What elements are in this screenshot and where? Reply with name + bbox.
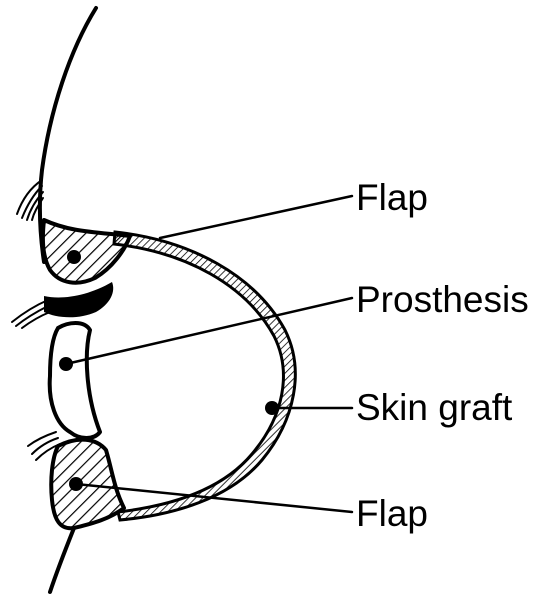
leader-flap-upper [160,196,352,238]
label-prosthesis: Prosthesis [356,279,529,320]
leader-prosthesis [66,298,352,364]
label-skin-graft: Skin graft [356,387,513,428]
upper-flap [43,220,130,283]
label-flap-upper: Flap [356,177,428,218]
prosthesis-body [50,323,100,438]
skin-graft-band [114,232,295,520]
upper-eyelid-crescent [44,282,113,317]
upper-flap-marker [67,250,81,264]
cheek-profile [50,528,74,592]
label-flap-lower: Flap [356,493,428,534]
